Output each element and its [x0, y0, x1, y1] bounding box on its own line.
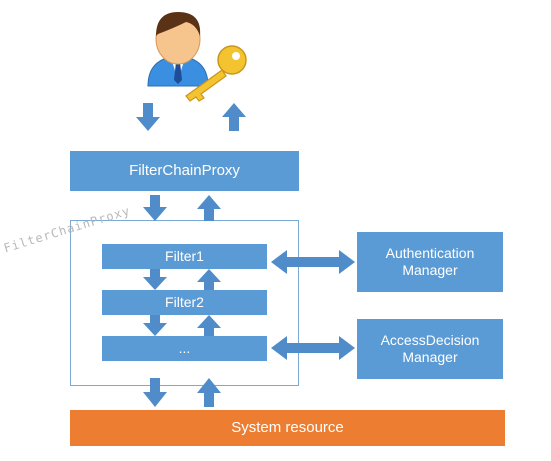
system-resource-label: System resource — [231, 418, 344, 436]
authentication-manager-line1: Authentication — [385, 244, 475, 261]
down-arrow-chain-to-resource — [143, 378, 167, 407]
down-arrow-filter2-to-more — [143, 315, 167, 336]
filter-more-label: ... — [178, 339, 191, 356]
down-arrow-filter1-to-filter2 — [143, 269, 167, 290]
double-arrow-more-access-decision — [271, 336, 355, 360]
up-arrow-filter2-to-filter1 — [197, 269, 221, 290]
filter2-label: Filter2 — [165, 293, 204, 310]
filter-more-box: ... — [102, 336, 267, 361]
filter1-label: Filter1 — [165, 247, 204, 264]
filter-chain-proxy-box: FilterChainProxy — [70, 151, 299, 191]
up-arrow-resource-to-chain — [197, 378, 221, 407]
double-arrow-filter1-authentication — [271, 250, 355, 274]
authentication-manager-box: Authentication Manager — [357, 232, 503, 292]
filter2-box: Filter2 — [102, 290, 267, 315]
filter-chain-proxy-label: FilterChainProxy — [129, 161, 240, 179]
up-arrow-more-to-filter2 — [197, 315, 221, 336]
system-resource-bar: System resource — [70, 410, 505, 446]
up-arrow-proxy-to-user — [222, 103, 246, 131]
down-arrow-user-to-proxy — [136, 103, 160, 131]
filter1-box: Filter1 — [102, 244, 267, 269]
access-decision-manager-box: AccessDecision Manager — [357, 319, 503, 379]
authentication-manager-line2: Manager — [402, 262, 458, 278]
user-with-key-icon — [147, 12, 247, 102]
down-arrow-proxy-to-chain — [143, 195, 167, 221]
access-decision-manager-line2: Manager — [402, 349, 458, 365]
access-decision-manager-line1: AccessDecision — [380, 331, 480, 348]
up-arrow-chain-to-proxy — [197, 195, 221, 221]
